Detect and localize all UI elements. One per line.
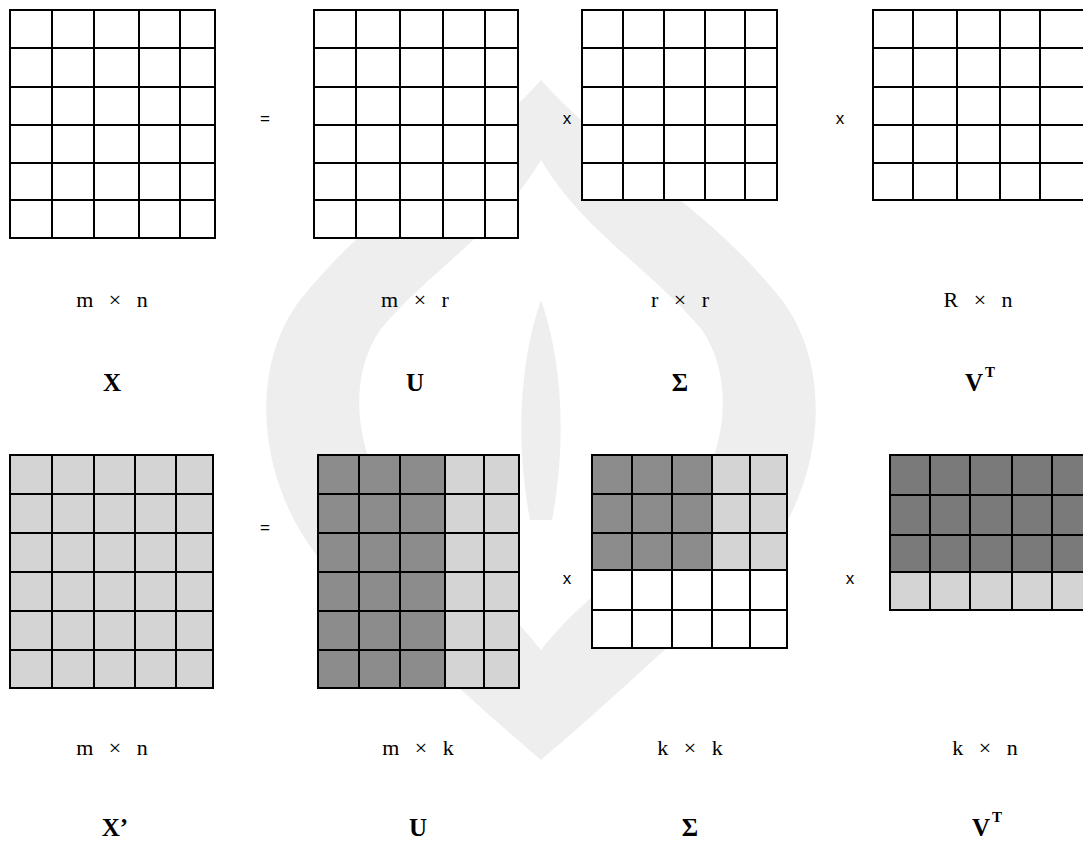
dimension-label: m × r [381,289,449,311]
operator: = [260,519,270,536]
dimension-label: m × n [76,289,148,311]
matrix-name: Σ [682,815,698,840]
matrix-name: U [406,370,424,395]
superscript: T [992,810,1002,825]
matrix-name: U [409,815,427,840]
dimension-label: k × n [952,737,1017,759]
dimension-label: m × k [382,737,454,759]
watermark-core [521,300,560,520]
matrix-name: V [965,370,983,395]
operator: x [563,110,572,127]
operator: x [563,570,572,587]
dimension-label: R × n [943,289,1012,311]
dimension-label: m × n [76,737,148,759]
superscript: T [985,365,995,380]
matrix-name: X’ [102,815,128,840]
operator: x [846,570,855,587]
matrix-name: Σ [672,370,688,395]
matrix-name: V [972,815,990,840]
operator: = [260,110,270,127]
operator: x [836,110,845,127]
matrix-name: X [103,370,121,395]
dimension-label: k × k [657,737,722,759]
dimension-label: r × r [651,289,709,311]
